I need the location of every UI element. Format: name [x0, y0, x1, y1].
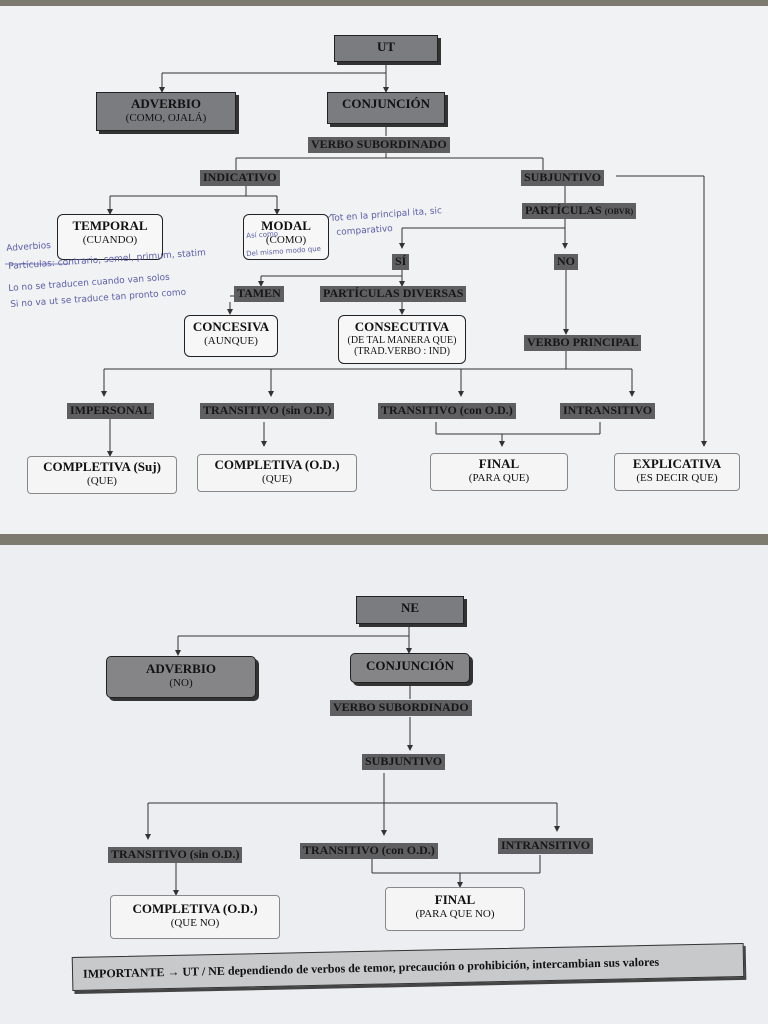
particulas-sub: (OBVR)	[604, 207, 634, 216]
verbo-principal-label: VERBO PRINCIPAL	[524, 335, 642, 351]
ne-root-box: NE	[356, 596, 464, 624]
ne-adverbio-label: ADVERBIO	[145, 661, 217, 676]
particulas-text: PARTÍCULAS	[525, 203, 602, 217]
consecutiva-examples: (DE TAL MANERA QUE)	[347, 334, 457, 346]
ne-final-label: FINAL	[434, 892, 476, 907]
modal-label: MODAL	[261, 218, 311, 233]
no-label: NO	[554, 254, 578, 270]
adverbio-box: ADVERBIO (COMO, OJALÁ)	[96, 92, 236, 131]
final-label: FINAL	[478, 456, 520, 471]
indicativo-label: INDICATIVO	[200, 170, 280, 186]
temporal-box: TEMPORAL (CUANDO)	[57, 214, 163, 260]
intransitivo-label: INTRANSITIVO	[560, 403, 656, 419]
final-examples: (PARA QUE)	[468, 471, 530, 484]
ne-diagram-sheet: NE ADVERBIO (NO) CONJUNCIÓN VERBO SUBORD…	[0, 545, 768, 1024]
ne-transitivo-con-od-label: TRANSITIVO (con O.D.)	[300, 843, 438, 859]
transitivo-sin-od-label: TRANSITIVO (sin O.D.)	[200, 403, 335, 419]
verbo-subordinado-label: VERBO SUBORDINADO	[308, 137, 450, 153]
concesiva-examples: (AUNQUE)	[204, 334, 258, 347]
si-label: SÍ	[392, 254, 410, 270]
adverbio-label: ADVERBIO	[130, 96, 202, 111]
ne-intransitivo-label: INTRANSITIVO	[498, 838, 594, 854]
completiva-od-label: COMPLETIVA (O.D.)	[214, 457, 340, 472]
conjuncion-label: CONJUNCIÓN	[341, 96, 431, 111]
completiva-od-box: COMPLETIVA (O.D.) (QUE)	[197, 454, 357, 492]
ne-adverbio-examples: (NO)	[169, 676, 193, 689]
ne-completiva-od-examples: (QUE NO)	[170, 916, 220, 929]
consecutiva-box: CONSECUTIVA (DE TAL MANERA QUE) (TRAD.VE…	[338, 315, 466, 364]
ne-completiva-od-label: COMPLETIVA (O.D.)	[132, 901, 258, 916]
tamen-label: TAMEN	[234, 286, 284, 302]
concesiva-label: CONCESIVA	[192, 319, 270, 334]
ne-transitivo-sin-od-label: TRANSITIVO (sin O.D.)	[108, 847, 243, 863]
importante-note: IMPORTANTE → UT / NE dependiendo de verb…	[71, 942, 745, 992]
final-box: FINAL (PARA QUE)	[430, 453, 568, 491]
explicativa-examples: (ES DECIR QUE)	[636, 471, 718, 484]
ut-diagram-sheet: UT ADVERBIO (COMO, OJALÁ) CONJUNCIÓN VER…	[0, 6, 768, 534]
handwritten-note-adverbios: Adverbios	[6, 240, 52, 254]
consecutiva-translation: (TRAD.VERBO : IND)	[354, 346, 450, 358]
explicativa-box: EXPLICATIVA (ES DECIR QUE)	[614, 453, 740, 491]
consecutiva-label: CONSECUTIVA	[354, 319, 450, 334]
temporal-label: TEMPORAL	[72, 218, 148, 233]
ne-adverbio-box: ADVERBIO (NO)	[106, 656, 256, 698]
handwritten-note-principal: Tot en la principal ita, sic	[330, 206, 443, 224]
particulas-diversas-label: PARTÍCULAS DIVERSAS	[320, 286, 467, 302]
conjuncion-box: CONJUNCIÓN	[327, 92, 445, 124]
modal-box: MODAL (COMO)	[243, 214, 329, 260]
completiva-suj-label: COMPLETIVA (Suj)	[43, 459, 161, 474]
particulas-label: PARTÍCULAS (OBVR)	[522, 203, 637, 219]
ne-conjuncion-label: CONJUNCIÓN	[365, 658, 455, 673]
ut-root-box: UT	[334, 35, 438, 62]
ne-root-label: NE	[400, 600, 420, 615]
concesiva-box: CONCESIVA (AUNQUE)	[184, 315, 278, 357]
explicativa-label: EXPLICATIVA	[632, 456, 722, 471]
ut-root-label: UT	[376, 39, 396, 54]
adverbio-examples: (COMO, OJALÁ)	[125, 111, 207, 124]
impersonal-label: IMPERSONAL	[67, 403, 155, 419]
modal-examples: (COMO)	[265, 233, 307, 246]
ne-completiva-od-box: COMPLETIVA (O.D.) (QUE NO)	[110, 895, 280, 939]
completiva-od-examples: (QUE)	[262, 472, 292, 485]
temporal-examples: (CUANDO)	[82, 233, 138, 246]
completiva-suj-box: COMPLETIVA (Suj) (QUE)	[27, 456, 177, 494]
ne-verbo-subordinado-label: VERBO SUBORDINADO	[330, 700, 472, 716]
ne-final-examples: (PARA QUE NO)	[415, 907, 495, 920]
subjuntivo-label: SUBJUNTIVO	[521, 170, 605, 186]
ne-conjuncion-box: CONJUNCIÓN	[350, 653, 470, 683]
handwritten-note-comparativo: comparativo	[336, 224, 394, 238]
ne-final-box: FINAL (PARA QUE NO)	[385, 887, 525, 931]
ne-subjuntivo-label: SUBJUNTIVO	[362, 754, 446, 770]
transitivo-con-od-label: TRANSITIVO (con O.D.)	[378, 403, 516, 419]
completiva-suj-examples: (QUE)	[87, 474, 117, 487]
